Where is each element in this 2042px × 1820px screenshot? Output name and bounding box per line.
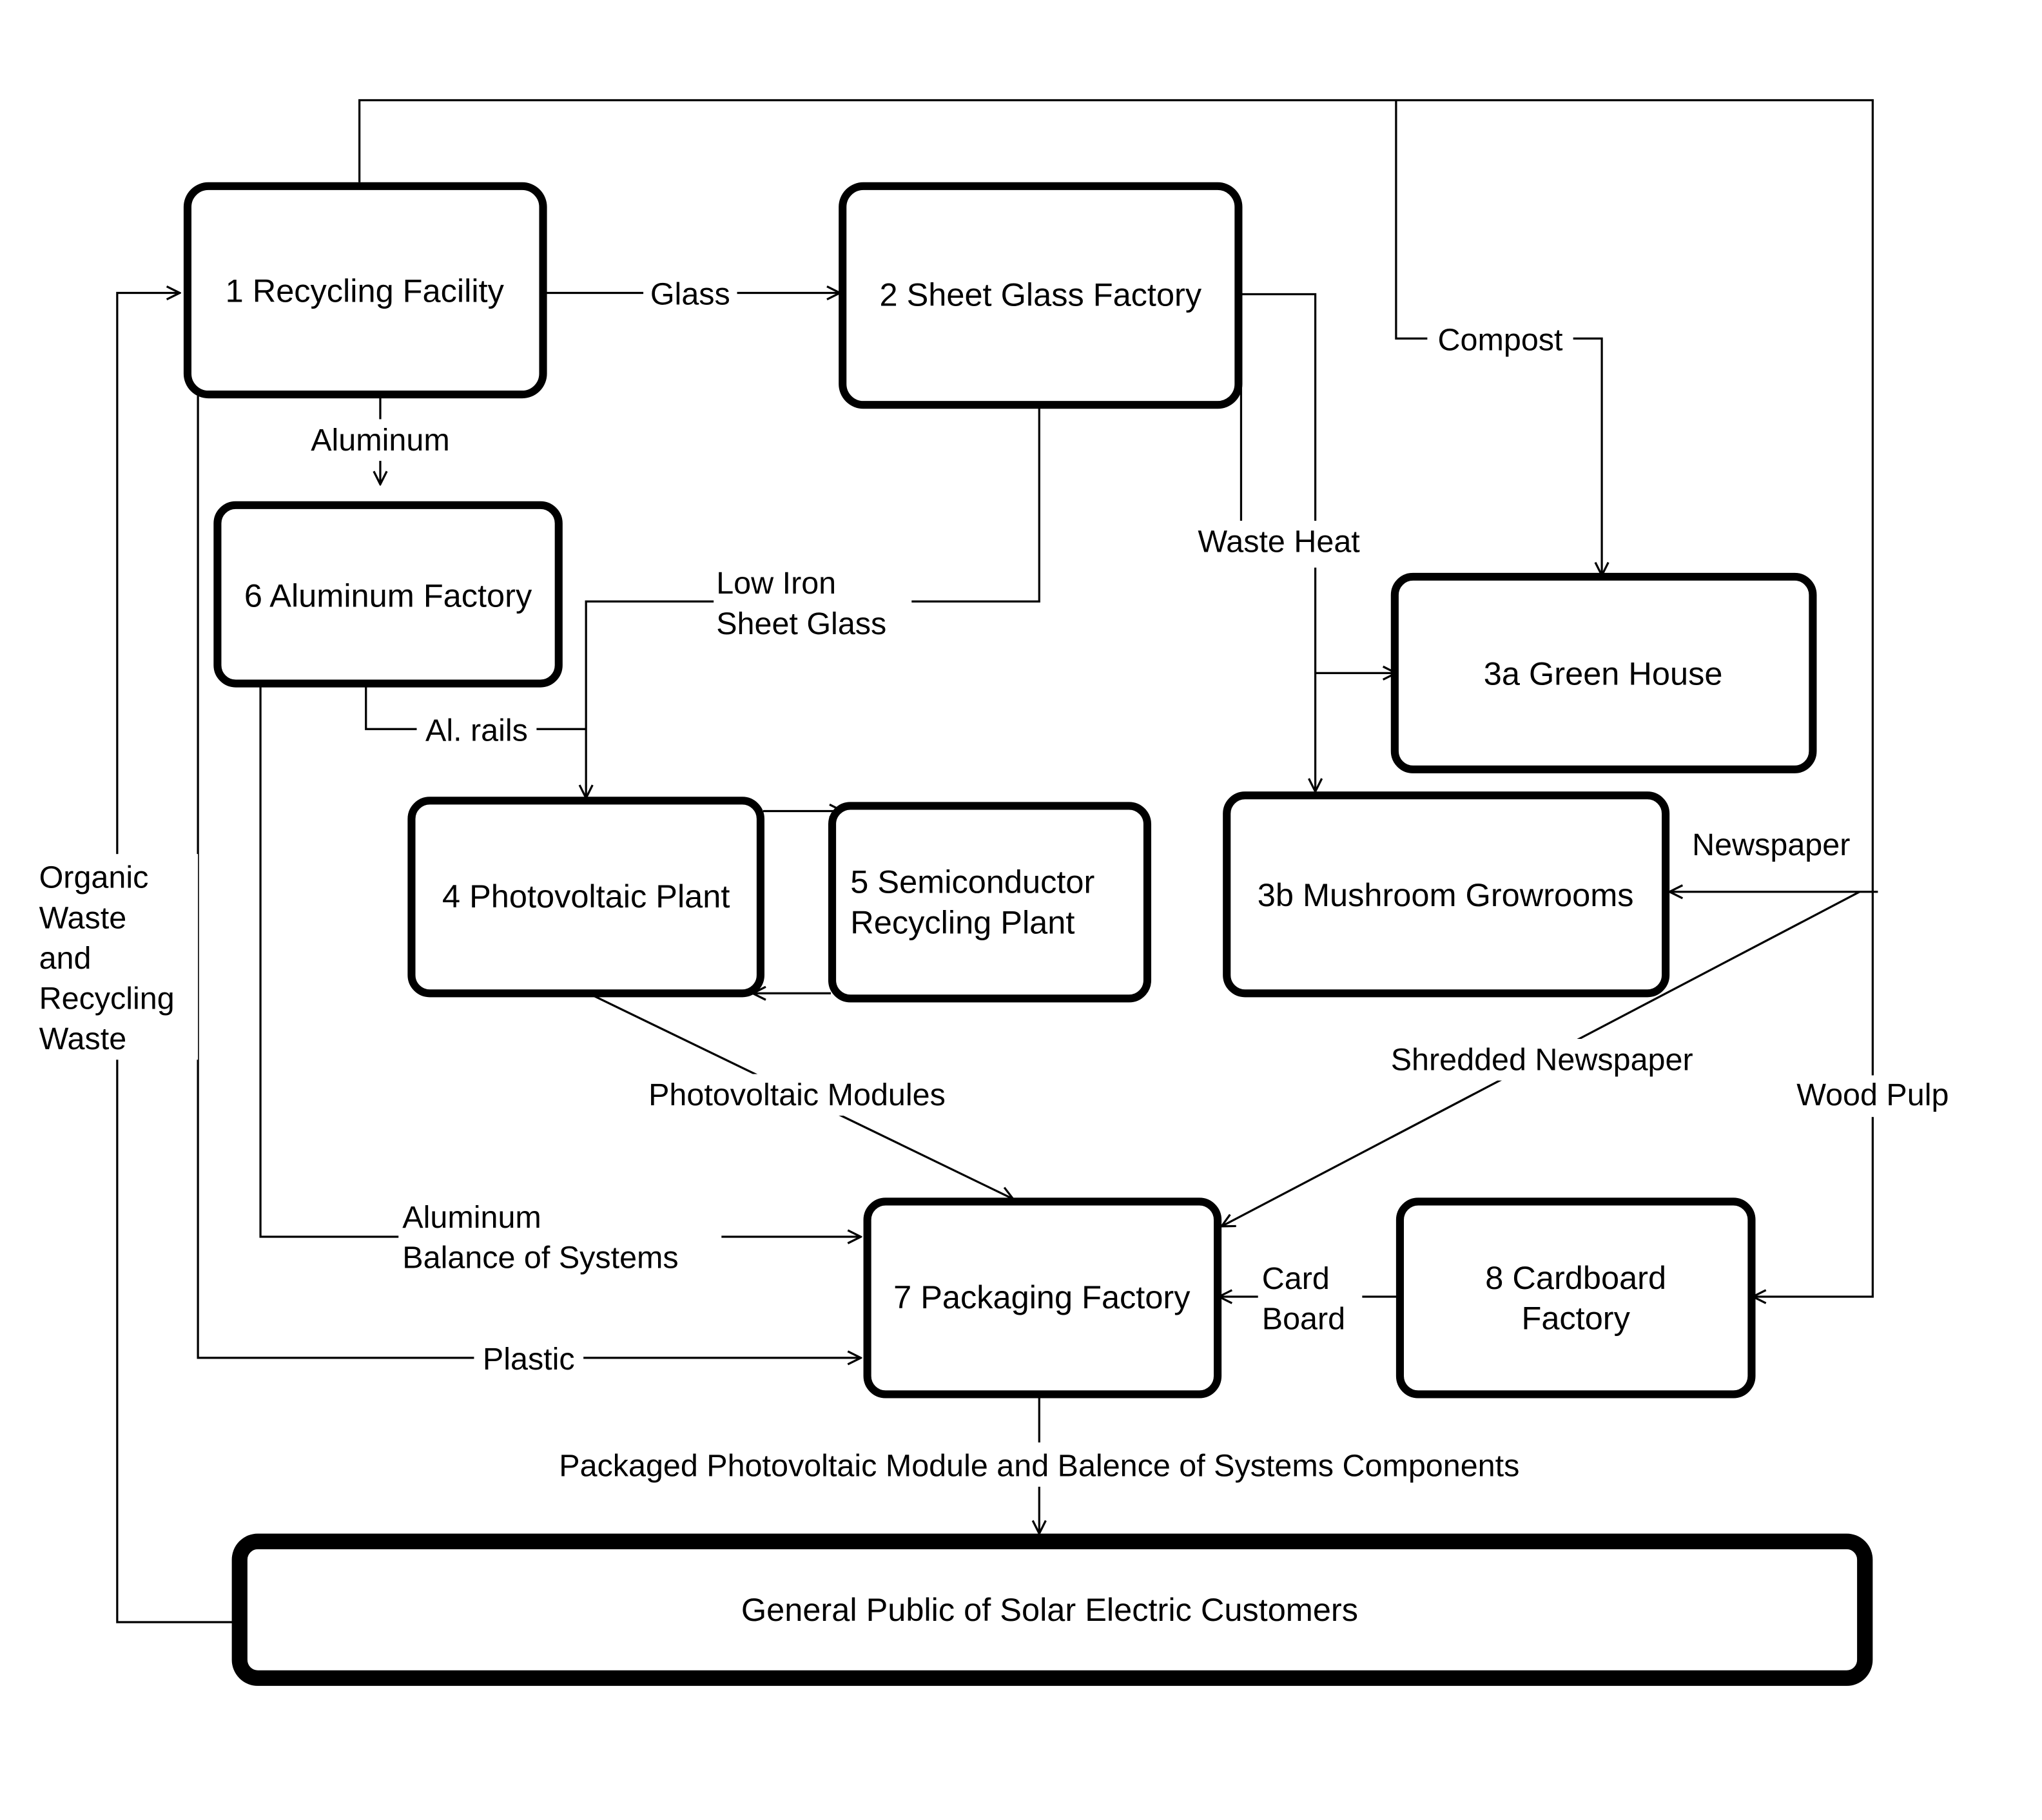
edge-label-plastic: Plastic <box>474 1338 584 1378</box>
connector-top-loop <box>358 99 1874 1297</box>
svg-text:Photovoltaic Modules: Photovoltaic Modules <box>648 1078 946 1112</box>
node-photovoltaic-plant[interactable]: 4 Photovoltaic Plant <box>407 797 764 998</box>
svg-text:Packaged Photovoltaic Module a: Packaged Photovoltaic Module and Balence… <box>559 1449 1519 1484</box>
svg-text:Al. rails: Al. rails <box>425 713 528 748</box>
edge-label-photovoltaic-modules: Photovoltaic Modules <box>622 1074 972 1116</box>
edge-label-compost: Compost <box>1427 318 1573 358</box>
edge-label-aluminum-balance-of-systems: Aluminum Balance of Systems <box>398 1195 722 1279</box>
svg-text:Wood Pulp: Wood Pulp <box>1796 1078 1949 1112</box>
svg-text:Recycling: Recycling <box>39 982 175 1016</box>
node-sheet-glass-factory[interactable]: 2 Sheet Glass Factory <box>839 182 1243 409</box>
node-green-house[interactable]: 3a Green House <box>1390 572 1817 773</box>
svg-text:Aluminum: Aluminum <box>311 423 450 458</box>
svg-text:Waste: Waste <box>39 1021 127 1056</box>
edge-label-glass: Glass <box>643 273 737 313</box>
svg-text:Card: Card <box>1262 1261 1330 1296</box>
edge-label-wood-pulp: Wood Pulp <box>1781 1075 1964 1118</box>
node-label: 7 Packaging Factory <box>893 1279 1191 1315</box>
node-recycling-facility[interactable]: 1 Recycling Facility <box>183 182 547 399</box>
node-label: 5 Semiconductor <box>850 864 1094 900</box>
node-label: Recycling Plant <box>850 904 1074 940</box>
edge-label-al-rails: Al. rails <box>416 709 537 749</box>
svg-text:Organic: Organic <box>39 860 149 895</box>
node-aluminum-factory[interactable]: 6 Aluminum Factory <box>213 501 563 688</box>
edge-label-packaged-components: Packaged Photovoltaic Module and Balence… <box>484 1442 1594 1487</box>
svg-text:Glass: Glass <box>650 277 730 312</box>
edge-label-low-iron-sheet-glass: Low Iron Sheet Glass <box>714 559 912 643</box>
svg-text:Board: Board <box>1262 1301 1345 1336</box>
edge-label-waste-heat: Waste Heat <box>1182 521 1376 568</box>
connector-waste-heat-b <box>1241 293 1315 792</box>
svg-text:and: and <box>39 941 92 976</box>
node-semiconductor-recycling-plant[interactable]: 5 Semiconductor Recycling Plant <box>828 802 1152 1003</box>
node-packaging-factory[interactable]: 7 Packaging Factory <box>863 1197 1222 1399</box>
connector-plastic <box>197 396 861 1358</box>
node-label: 2 Sheet Glass Factory <box>879 276 1201 313</box>
svg-text:Shredded Newspaper: Shredded Newspaper <box>1391 1042 1693 1077</box>
edge-label-card-board: Card Board <box>1258 1256 1363 1340</box>
node-cardboard-factory[interactable]: 8 Cardboard Factory <box>1395 1197 1756 1399</box>
node-general-public[interactable]: General Public of Solar Electric Custome… <box>231 1533 1873 1686</box>
node-mushroom-growrooms[interactable]: 3b Mushroom Growrooms <box>1223 791 1670 998</box>
svg-text:Newspaper: Newspaper <box>1692 828 1850 862</box>
node-label: Factory <box>1521 1299 1630 1336</box>
node-label: 8 Cardboard <box>1485 1259 1666 1296</box>
edge-label-organic-waste: Organic Waste and Recycling Waste <box>36 854 199 1060</box>
node-label: 3b Mushroom Growrooms <box>1258 876 1634 913</box>
node-label: General Public of Solar Electric Custome… <box>741 1591 1358 1628</box>
edge-label-newspaper: Newspaper <box>1692 828 1850 862</box>
node-label: 6 Aluminum Factory <box>244 577 532 614</box>
svg-text:Plastic: Plastic <box>483 1342 575 1377</box>
edge-label-aluminum: Aluminum <box>299 419 464 461</box>
svg-text:Low Iron: Low Iron <box>716 566 836 601</box>
svg-text:Aluminum: Aluminum <box>402 1200 541 1235</box>
svg-text:Waste Heat: Waste Heat <box>1198 524 1360 559</box>
node-label: 4 Photovoltaic Plant <box>442 878 730 915</box>
svg-text:Balance of Systems: Balance of Systems <box>402 1241 678 1275</box>
svg-text:Waste: Waste <box>39 900 127 935</box>
svg-text:Compost: Compost <box>1438 322 1563 357</box>
node-label: 3a Green House <box>1484 655 1723 692</box>
edge-label-shredded-newspaper: Shredded Newspaper <box>1365 1038 1719 1081</box>
svg-text:Sheet Glass: Sheet Glass <box>716 606 886 641</box>
node-label: 1 Recycling Facility <box>226 273 505 309</box>
